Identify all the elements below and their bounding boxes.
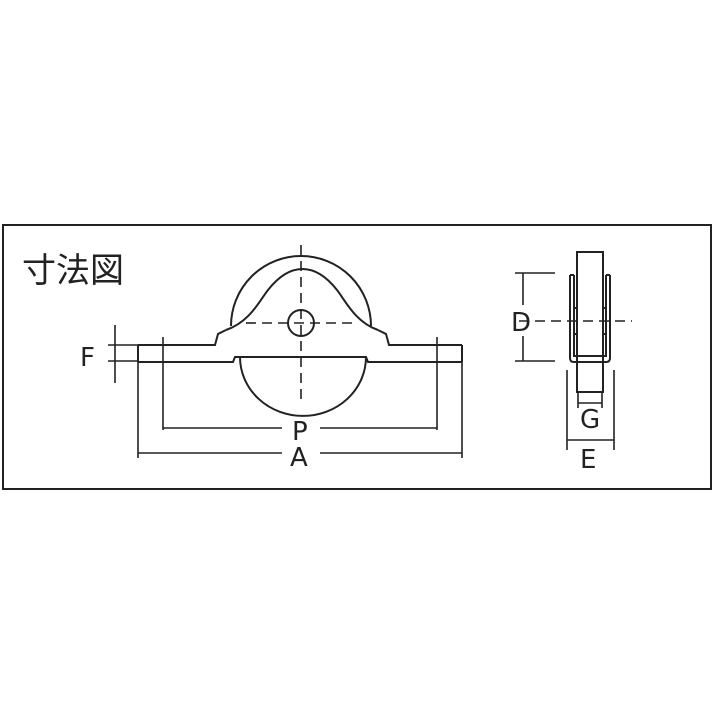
- label-d: D: [511, 308, 531, 338]
- wheel-outer-arc: [230, 255, 372, 327]
- diagram-title: 寸法図: [22, 251, 124, 291]
- wheel-inner-curve: [225, 268, 379, 331]
- label-e: E: [580, 445, 596, 475]
- front-view: [569, 251, 611, 393]
- label-g: G: [580, 405, 600, 435]
- label-f: F: [80, 343, 95, 373]
- label-a: A: [290, 443, 308, 473]
- wheel-lower-arc: [239, 356, 367, 417]
- bracket-bottom: [138, 356, 462, 363]
- bracket-top: [138, 329, 227, 346]
- label-p: P: [292, 417, 308, 447]
